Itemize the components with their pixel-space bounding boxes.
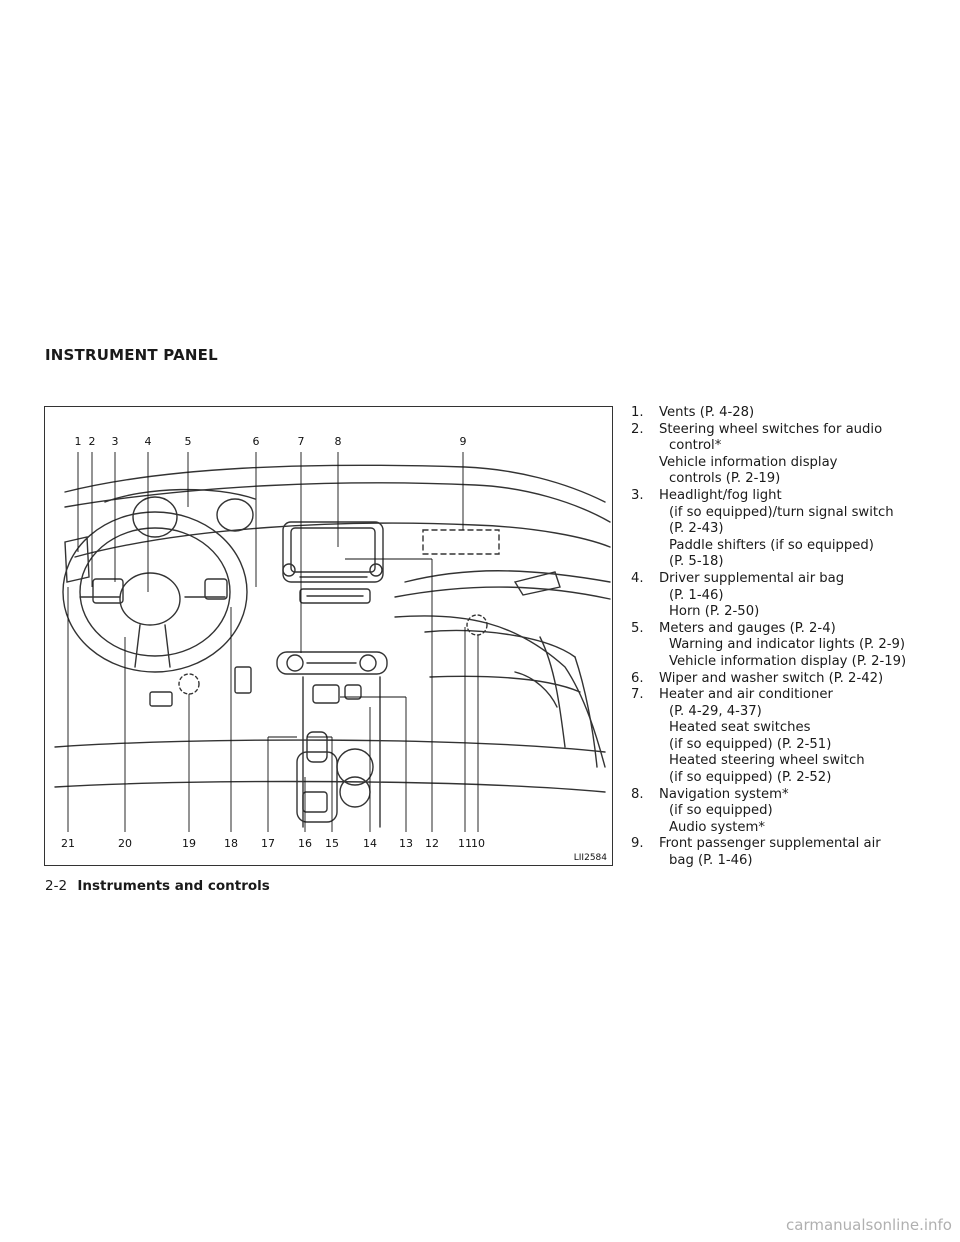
callout-19: 19 xyxy=(182,837,196,850)
callout-18: 18 xyxy=(224,837,238,850)
legend-number: 7. xyxy=(631,687,644,703)
callout-10: 10 xyxy=(471,837,485,850)
legend-item: 7. Heater and air conditioner (P. 4-29, … xyxy=(631,687,931,787)
chapter-title: Instruments and controls xyxy=(77,878,270,894)
legend-line: Vents (P. 4-28) xyxy=(659,405,755,420)
legend-number: 3. xyxy=(631,487,644,503)
callout-6: 6 xyxy=(253,435,260,448)
legend-line: Headlight/fog light xyxy=(659,487,782,503)
legend-number: 1. xyxy=(631,405,644,420)
legend-line: (if so equipped)/turn signal switch xyxy=(669,504,894,520)
legend-line: Heated seat switches xyxy=(669,720,811,736)
legend-number: 5. xyxy=(631,620,644,636)
callout-15: 15 xyxy=(325,837,339,850)
legend-item: 9. Front passenger supplemental air bag … xyxy=(631,836,931,869)
dashboard-illustration: 1 2 3 4 5 6 7 8 9 21 20 19 18 17 16 15 1… xyxy=(54,435,611,863)
callout-17: 17 xyxy=(261,837,275,850)
callout-9: 9 xyxy=(460,435,467,448)
legend-line: Steering wheel switches for audio xyxy=(659,421,883,437)
callout-21: 21 xyxy=(61,837,75,850)
legend-item: 6. Wiper and washer switch (P. 2-42) xyxy=(631,671,931,688)
page-number: 2-2 xyxy=(45,878,68,894)
legend-line: Heated steering wheel switch xyxy=(669,753,865,769)
legend-number: 2. xyxy=(631,421,644,437)
legend-line: (P. 5-18) xyxy=(669,554,724,570)
legend-line: Front passenger supplemental air xyxy=(659,836,881,852)
legend-line: Vehicle information display (P. 2-19) xyxy=(669,653,907,669)
callout-13: 13 xyxy=(399,837,413,850)
callout-1: 1 xyxy=(75,435,82,448)
legend-item: 3. Headlight/fog light (if so equipped)/… xyxy=(631,488,931,571)
legend-line: (if so equipped) (P. 2-52) xyxy=(669,770,832,786)
legend-number: 9. xyxy=(631,836,644,852)
callout-8: 8 xyxy=(335,435,342,448)
callout-12: 12 xyxy=(425,837,439,850)
legend-line: Audio system* xyxy=(669,819,765,835)
section-title: INSTRUMENT PANEL xyxy=(45,346,218,364)
callout-7: 7 xyxy=(298,435,305,448)
legend-line: (P. 4-29, 4-37) xyxy=(669,703,762,719)
callout-14: 14 xyxy=(363,837,377,850)
legend-item: 4. Driver supplemental air bag (P. 1-46)… xyxy=(631,571,931,621)
legend-number: 6. xyxy=(631,670,644,686)
watermark: carmanualsonline.info xyxy=(786,1216,952,1234)
legend-line: Navigation system* xyxy=(659,786,789,802)
legend-line: Wiper and washer switch (P. 2-42) xyxy=(659,670,884,686)
legend-item: 1. Vents (P. 4-28) xyxy=(631,405,931,422)
legend-line: bag (P. 1-46) xyxy=(669,853,753,869)
legend-line: Horn (P. 2-50) xyxy=(669,604,760,620)
legend-item: 2. Steering wheel switches for audio con… xyxy=(631,422,931,488)
legend-line: Driver supplemental air bag xyxy=(659,570,845,586)
legend-line: control* xyxy=(669,438,722,454)
legend-line: (if so equipped) (P. 2-51) xyxy=(669,736,832,752)
callout-11: 11 xyxy=(458,837,472,850)
callout-4: 4 xyxy=(145,435,152,448)
callout-16: 16 xyxy=(298,837,312,850)
legend-line: (if so equipped) xyxy=(669,803,773,819)
callout-legend: 1. Vents (P. 4-28) 2. Steering wheel swi… xyxy=(631,405,931,870)
legend-item: 5. Meters and gauges (P. 2-4) Warning an… xyxy=(631,621,931,671)
legend-line: Heater and air conditioner xyxy=(659,687,833,703)
callout-2: 2 xyxy=(89,435,96,448)
callout-5: 5 xyxy=(185,435,192,448)
legend-line: controls (P. 2-19) xyxy=(669,471,781,487)
figure-code: LII2584 xyxy=(574,853,608,863)
legend-line: Meters and gauges (P. 2-4) xyxy=(659,620,836,636)
callout-20: 20 xyxy=(118,837,132,850)
instrument-panel-figure: 1 2 3 4 5 6 7 8 9 21 20 19 18 17 16 15 1… xyxy=(44,406,613,866)
legend-line: Vehicle information display xyxy=(659,454,838,470)
legend-number: 8. xyxy=(631,786,644,802)
page-footer: 2-2 Instruments and controls xyxy=(45,878,270,894)
callout-3: 3 xyxy=(112,435,119,448)
legend-item: 8. Navigation system* (if so equipped) A… xyxy=(631,787,931,837)
legend-line: Paddle shifters (if so equipped) xyxy=(669,537,874,553)
legend-line: (P. 2-43) xyxy=(669,521,724,537)
legend-number: 4. xyxy=(631,570,644,586)
legend-line: (P. 1-46) xyxy=(669,587,724,603)
legend-line: Warning and indicator lights (P. 2-9) xyxy=(669,637,906,653)
